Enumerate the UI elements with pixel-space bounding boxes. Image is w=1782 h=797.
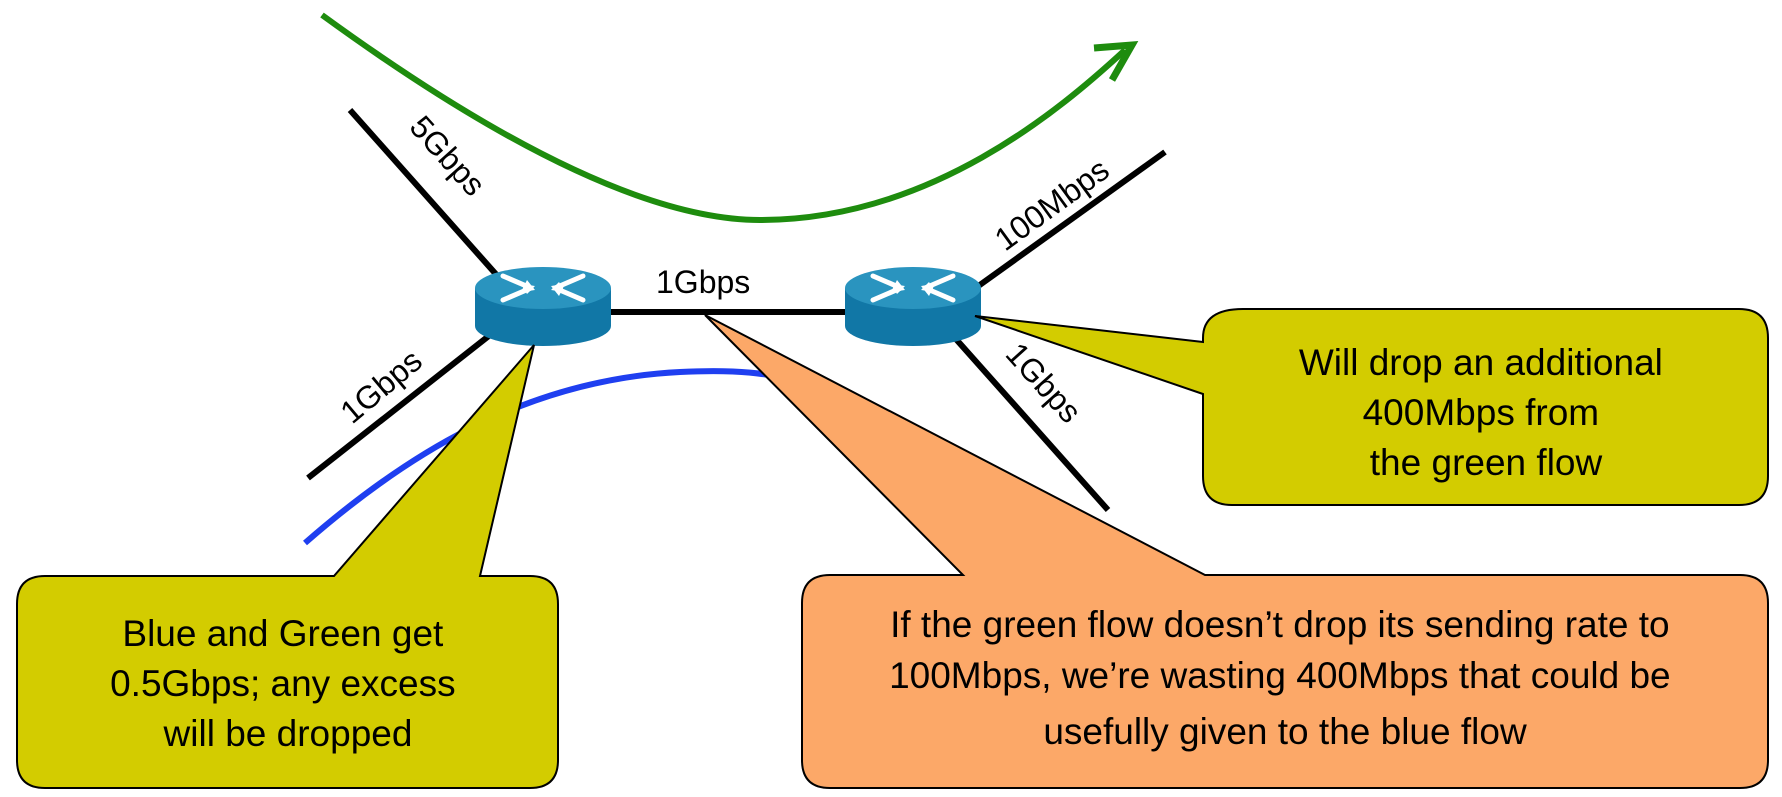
network-links <box>306 108 1167 512</box>
callout-left-text: Blue and Green get 0.5Gbps; any excess w… <box>110 613 466 754</box>
callout-right-line-3: the green flow <box>1370 442 1603 483</box>
callout-left-bubble <box>16 344 559 789</box>
green-flow-arrowhead <box>1093 40 1139 82</box>
callout-middle-line-1: If the green flow doesn’t drop its sendi… <box>890 604 1670 645</box>
callout-left-line-2: 0.5Gbps; any excess <box>110 663 456 704</box>
callout-left-line-3: will be dropped <box>163 713 413 754</box>
callout-middle-line-2: 100Mbps, we’re wasting 400Mbps that coul… <box>889 655 1671 696</box>
link-bottom-left <box>306 332 492 481</box>
green-flow-curve <box>320 12 1128 224</box>
link-top-right <box>968 149 1167 295</box>
router-left-icon <box>475 267 611 346</box>
callout-middle-bubble <box>704 314 1769 789</box>
callout-right-text: Will drop an additional 400Mbps from the… <box>1299 342 1673 483</box>
callout-right-line-2: 400Mbps from <box>1363 392 1600 433</box>
callout-middle-line-3: usefully given to the blue flow <box>1043 711 1527 752</box>
router-right-icon <box>845 267 981 346</box>
callout-left-line-1: Blue and Green get <box>122 613 444 654</box>
link-top-left <box>347 108 513 292</box>
blue-flow-curve <box>303 368 791 546</box>
callout-right-bubble <box>974 308 1769 506</box>
callout-middle-text: If the green flow doesn’t drop its sendi… <box>889 604 1681 752</box>
callout-right-line-1: Will drop an additional <box>1299 342 1663 383</box>
link-label-middle: 1Gbps <box>656 264 750 300</box>
link-bottom-right <box>952 336 1111 512</box>
